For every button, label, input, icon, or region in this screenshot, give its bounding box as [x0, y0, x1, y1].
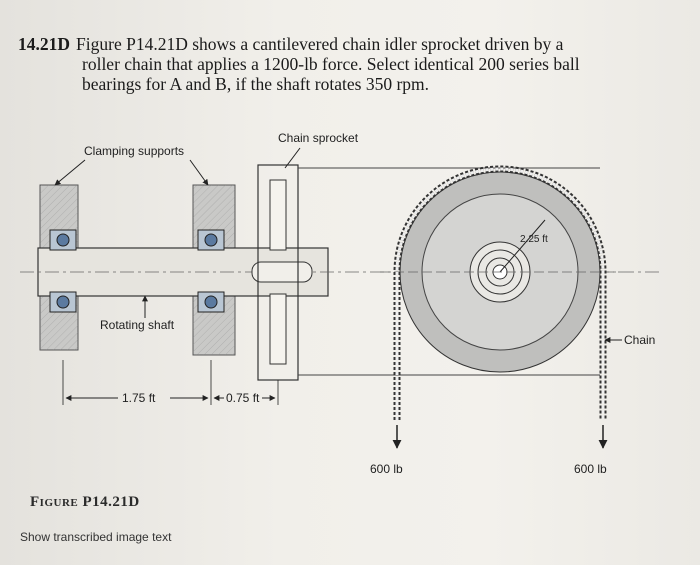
label-force-left: 600 lb [370, 462, 403, 476]
label-clamping-supports: Clamping supports [84, 144, 185, 158]
problem-line-1: Figure P14.21D shows a cantilevered chai… [76, 34, 564, 54]
problem-line-3: bearings for A and B, if the shaft rotat… [82, 74, 430, 94]
leader-clamp-left [54, 159, 86, 186]
bearing-a [49, 229, 77, 313]
roller-chain [393, 165, 607, 420]
show-transcribed-link[interactable]: Show transcribed image text [20, 530, 172, 544]
bearing-b [197, 229, 225, 313]
label-dim-left: 1.75 ft [122, 391, 156, 405]
label-force-right: 600 lb [574, 462, 607, 476]
label-chain: Chain [624, 333, 656, 347]
caption-prefix: Figure [30, 494, 79, 510]
problem-number: 14.21D [18, 34, 71, 54]
sprocket-front-view [380, 171, 620, 373]
caption-id: P14.21D [82, 494, 140, 510]
dimension-lines [62, 360, 279, 405]
leader-sprocket [284, 147, 301, 169]
rotating-shaft [20, 247, 660, 297]
sprocket-side-view [257, 164, 600, 381]
label-rotating-shaft: Rotating shaft [100, 318, 175, 332]
label-dim-right: 0.75 ft [226, 391, 260, 405]
leader-clamp-right [189, 159, 209, 186]
label-radius: 2.25 ft [520, 234, 548, 245]
label-chain-sprocket: Chain sprocket [278, 131, 359, 145]
figure-caption: Figure P14.21D [30, 494, 140, 511]
problem-line-2: roller chain that applies a 1200-lb forc… [82, 54, 580, 74]
